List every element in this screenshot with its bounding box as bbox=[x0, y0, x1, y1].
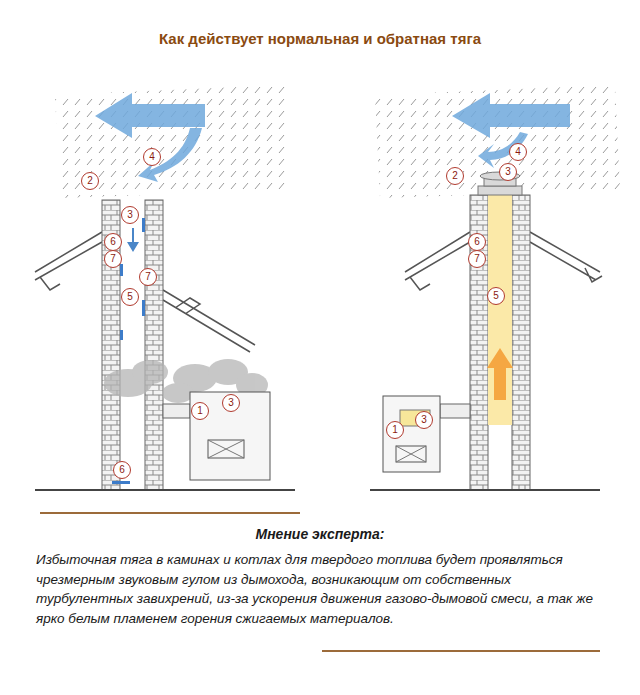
draft-arrow bbox=[487, 348, 513, 400]
note-body: Избыточная тяга в каминах и котлах для т… bbox=[36, 550, 604, 628]
wind-swirl bbox=[478, 132, 528, 168]
callout-number: 4 bbox=[143, 148, 161, 166]
note-heading: Мнение эксперта: bbox=[36, 526, 604, 542]
callout-number: 3 bbox=[121, 206, 139, 224]
callout-number: 5 bbox=[121, 288, 139, 306]
bottom-rule bbox=[322, 650, 600, 652]
callout-number: 6 bbox=[113, 461, 131, 479]
firebox-cross bbox=[208, 440, 244, 458]
callout-number: 7 bbox=[468, 250, 486, 268]
wind-arrow bbox=[95, 93, 205, 138]
callout-number: 4 bbox=[509, 143, 527, 161]
stove-body bbox=[190, 392, 270, 480]
firebox-cross bbox=[396, 446, 426, 462]
callout-number: 7 bbox=[139, 268, 157, 286]
roof-left bbox=[35, 232, 102, 290]
note-content: Мнение эксперта: Избыточная тяга в камина… bbox=[32, 512, 608, 638]
floor-line bbox=[35, 489, 295, 491]
firebox bbox=[396, 446, 426, 462]
callout-number: 1 bbox=[191, 402, 209, 420]
callout-number: 3 bbox=[499, 163, 517, 181]
chimney-wall bbox=[145, 200, 163, 490]
expert-note: Мнение эксперта: Избыточная тяга в камина… bbox=[32, 512, 608, 652]
left-scene bbox=[35, 85, 295, 490]
right-scene bbox=[370, 85, 620, 490]
wind-arrow bbox=[452, 93, 570, 138]
callout-number: 5 bbox=[487, 287, 505, 305]
stove-body bbox=[383, 396, 440, 472]
callout-number: 3 bbox=[415, 411, 433, 429]
down-flow-arrow bbox=[127, 228, 139, 252]
callout-number: 7 bbox=[104, 250, 122, 268]
down-wind-arrow bbox=[138, 128, 202, 182]
top-rule bbox=[40, 512, 300, 514]
hot-gas-flow bbox=[488, 195, 512, 425]
wind-zone bbox=[55, 85, 290, 198]
callout-number: 2 bbox=[446, 167, 464, 185]
chimney-wall bbox=[512, 195, 530, 490]
callout-number: 3 bbox=[222, 394, 240, 412]
flue-pipe bbox=[163, 404, 190, 418]
callout-number: 6 bbox=[468, 233, 486, 251]
wind-zone bbox=[375, 85, 620, 198]
firebox bbox=[208, 440, 244, 458]
roof-right bbox=[530, 232, 602, 282]
floor-line bbox=[370, 489, 600, 491]
callout-number: 6 bbox=[104, 233, 122, 251]
roof-left bbox=[405, 232, 470, 290]
callout-number: 1 bbox=[386, 421, 404, 439]
roof-right bbox=[163, 290, 255, 352]
callout-number: 2 bbox=[81, 172, 99, 190]
diagram-title: Как действует нормальная и обратная тяга bbox=[20, 30, 620, 47]
flue-pipe bbox=[440, 404, 470, 418]
